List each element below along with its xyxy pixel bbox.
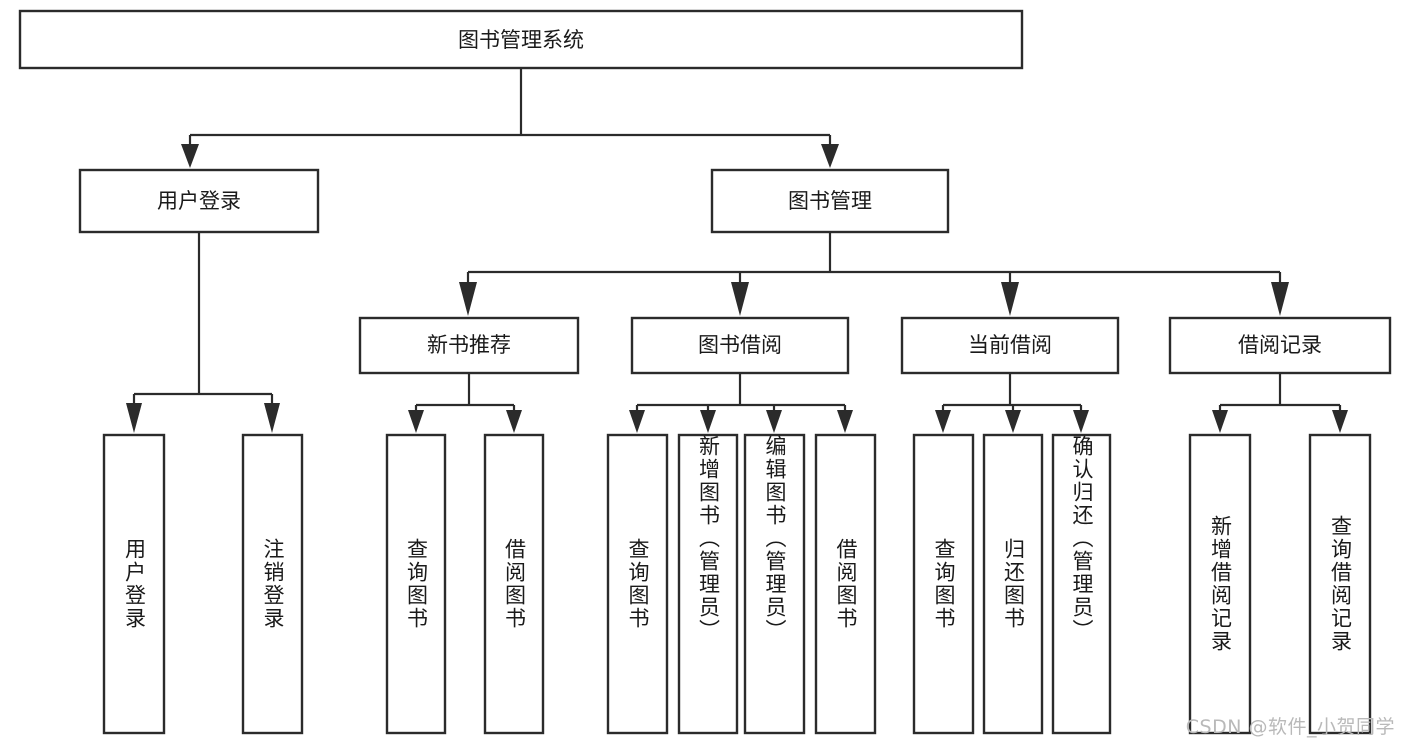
arrowhead-leaf-borrow-book-2 xyxy=(837,410,853,433)
connectors-userlogin-to-leaves xyxy=(126,232,280,433)
arrowhead-record xyxy=(1271,282,1289,316)
connectors-current-to-leaves xyxy=(935,373,1089,433)
node-book-borrow[interactable]: 图书借阅 xyxy=(630,316,850,375)
node-root-label: 图书管理系统 xyxy=(458,28,584,52)
arrowhead-leaf-query-book-2 xyxy=(629,410,645,433)
connectors-newbook-to-leaves xyxy=(408,373,522,433)
node-book-borrow-label: 图书借阅 xyxy=(698,333,782,357)
node-borrow-record-box[interactable] xyxy=(1168,316,1392,375)
node-root-box[interactable] xyxy=(18,9,1024,70)
arrowhead-current xyxy=(1001,282,1019,316)
node-new-book-recommend-label: 新书推荐 xyxy=(427,333,511,357)
connectors-bookborrow-to-leaves xyxy=(629,373,853,433)
arrowhead-book-mgmt xyxy=(821,144,839,168)
node-user-login[interactable]: 用户登录 xyxy=(78,168,320,234)
node-current-borrow[interactable]: 当前借阅 xyxy=(900,316,1120,375)
arrowhead-leaf-add-record xyxy=(1212,410,1228,433)
csdn-watermark: CSDN @软件_小贺同学 xyxy=(1185,716,1395,738)
arrowhead-leaf-user-login xyxy=(126,403,142,433)
leaf-box-edit-book[interactable] xyxy=(743,433,806,735)
arrowhead-leaf-borrow-book-1 xyxy=(506,410,522,433)
arrowhead-leaf-logout xyxy=(264,403,280,433)
leaf-node-boxes[interactable] xyxy=(102,433,1372,735)
node-new-book-recommend-box[interactable] xyxy=(358,316,580,375)
arrowhead-leaf-confirm-return xyxy=(1073,410,1089,433)
connectors-record-to-leaves xyxy=(1212,373,1348,433)
node-book-management[interactable]: 图书管理 xyxy=(710,168,950,234)
arrowhead-leaf-query-record xyxy=(1332,410,1348,433)
leaf-box-query-book-2[interactable] xyxy=(606,433,669,735)
arrowhead-leaf-return-book xyxy=(1005,410,1021,433)
node-user-login-label: 用户登录 xyxy=(157,189,241,213)
node-borrow-record-label: 借阅记录 xyxy=(1238,333,1322,357)
node-root[interactable]: 图书管理系统 xyxy=(18,9,1024,70)
leaf-box-query-book-3[interactable] xyxy=(912,433,975,735)
connectors-bookmgmt-to-level3 xyxy=(459,232,1289,316)
leaf-box-confirm-return[interactable] xyxy=(1051,433,1112,735)
arrowhead-newbook xyxy=(459,282,477,316)
leaf-box-query-book-1[interactable] xyxy=(385,433,447,735)
arrowhead-leaf-add-book xyxy=(700,410,716,433)
leaf-box-borrow-book-2[interactable] xyxy=(814,433,877,735)
leaf-box-borrow-book-1[interactable] xyxy=(483,433,545,735)
arrowhead-leaf-query-book-1 xyxy=(408,410,424,433)
node-current-borrow-box[interactable] xyxy=(900,316,1120,375)
arrowhead-borrow xyxy=(731,282,749,316)
node-new-book-recommend[interactable]: 新书推荐 xyxy=(358,316,580,375)
leaf-box-logout[interactable] xyxy=(241,433,304,735)
node-book-management-label: 图书管理 xyxy=(788,189,872,213)
leaf-box-add-record[interactable] xyxy=(1188,433,1252,735)
arrowhead-leaf-edit-book xyxy=(766,410,782,433)
connectors-root-to-level2 xyxy=(181,68,839,168)
leaf-box-return-book[interactable] xyxy=(982,433,1044,735)
node-borrow-record[interactable]: 借阅记录 xyxy=(1168,316,1392,375)
leaf-box-user-login[interactable] xyxy=(102,433,166,735)
arrowhead-leaf-query-book-3 xyxy=(935,410,951,433)
arrowhead-user-login xyxy=(181,144,199,168)
node-current-borrow-label: 当前借阅 xyxy=(968,333,1052,357)
node-user-login-box[interactable] xyxy=(78,168,320,234)
leaf-box-add-book[interactable] xyxy=(677,433,739,735)
node-book-management-box[interactable] xyxy=(710,168,950,234)
node-book-borrow-box[interactable] xyxy=(630,316,850,375)
leaf-box-query-record[interactable] xyxy=(1308,433,1372,735)
